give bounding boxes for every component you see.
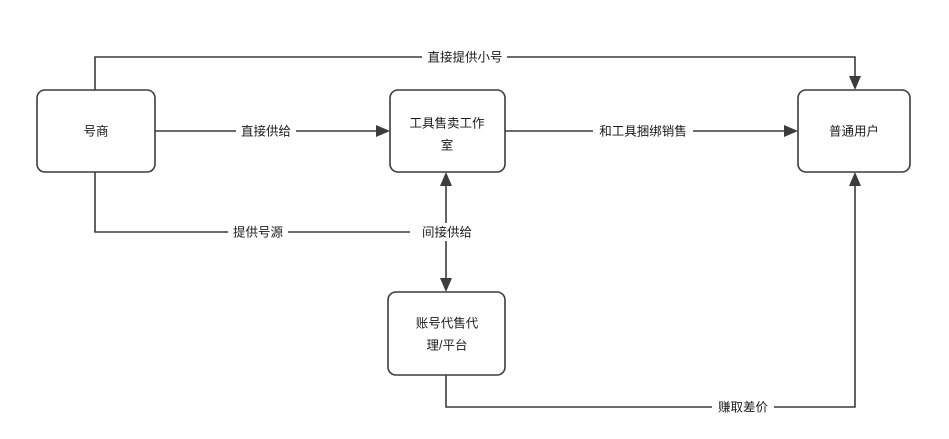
arrowhead-down-to-agent <box>440 278 452 292</box>
edge-label-indirect-supply: 间接供给 <box>422 224 472 239</box>
node-account-agent-label-line-2: 理/平台 <box>427 337 468 352</box>
edge-supplier-to-studio: 直接供给 <box>155 122 390 140</box>
edge-label-bg-indirect-supply <box>410 223 476 241</box>
node-supplier-label-line-1: 号商 <box>83 123 108 138</box>
edge-label-bg-provide-accounts <box>228 223 288 241</box>
arrowhead-right-to-studio <box>376 125 390 137</box>
node-tool-studio-label-line-2: 室 <box>441 137 454 152</box>
node-account-agent[interactable]: 账号代售代 理/平台 <box>387 291 506 376</box>
arrowhead-down-to-user-top <box>849 76 861 90</box>
edge-studio-to-user: 和工具捆绑销售 <box>505 122 798 140</box>
node-normal-user[interactable]: 普通用户 <box>797 89 911 173</box>
edge-supplier-to-agent-source: 提供号源 <box>94 172 446 241</box>
node-tool-studio-box[interactable] <box>389 89 506 173</box>
arrowhead-up-to-user-bottom <box>849 172 861 186</box>
node-account-agent-box[interactable] <box>387 291 506 376</box>
node-supplier-box[interactable] <box>36 89 156 173</box>
node-normal-user-box[interactable] <box>797 89 911 173</box>
edge-path-price-margin <box>445 184 856 408</box>
edge-label-bg-direct-supply <box>236 122 296 140</box>
edge-label-direct-supply: 直接供给 <box>241 123 291 138</box>
edge-label-provide-accounts: 提供号源 <box>233 224 284 239</box>
node-tool-studio-label-line-1: 工具售卖工作 <box>409 115 485 130</box>
edge-path-provide-accounts <box>94 172 446 233</box>
edge-label-price-margin: 赚取差价 <box>718 399 769 414</box>
edge-agent-to-user-margin: 赚取差价 <box>445 172 861 416</box>
arrowhead-up-to-studio <box>440 172 452 186</box>
edge-label-bg-bundled-sale <box>593 122 693 140</box>
edge-supplier-to-user-direct: 直接提供小号 <box>94 48 861 90</box>
node-account-agent-label-line-1: 账号代售代 <box>416 315 479 330</box>
node-normal-user-label-line-1: 普通用户 <box>829 123 879 138</box>
edge-agent-studio-indirect: 间接供给 <box>410 172 476 292</box>
edge-label-bg-direct-minor-account <box>422 48 507 66</box>
edge-label-direct-minor-account: 直接提供小号 <box>427 49 502 64</box>
edge-label-bg-price-margin <box>712 398 774 416</box>
node-tool-studio[interactable]: 工具售卖工作 室 <box>389 89 506 173</box>
arrowhead-right-to-user <box>784 125 798 137</box>
node-supplier[interactable]: 号商 <box>36 89 156 173</box>
edge-label-bundled-sale: 和工具捆绑销售 <box>599 123 687 138</box>
